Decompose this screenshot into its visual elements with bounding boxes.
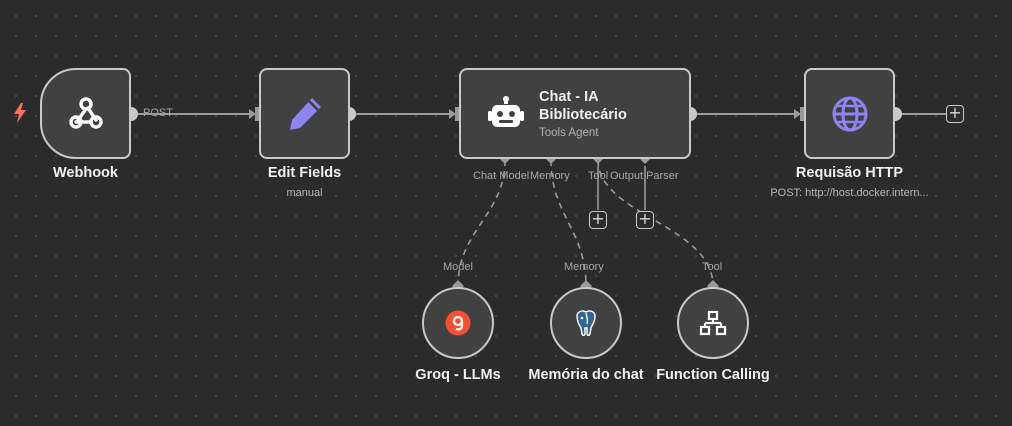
connection-tool (597, 159, 714, 287)
webhook-node[interactable] (40, 68, 131, 159)
connection-chat-model (457, 159, 506, 287)
agent-title-line2: Bibliotecário (539, 107, 627, 123)
function-calling-node[interactable] (677, 287, 749, 359)
add-node-button[interactable]: + (946, 105, 964, 123)
port-label-tool: Tool (588, 170, 609, 182)
arrowhead-icon (794, 109, 801, 119)
groq-logo-icon (445, 310, 471, 336)
port-label-chat-model: Chat Model (473, 170, 530, 182)
edit-fields-label: Edit Fields (267, 165, 342, 181)
add-tool-button[interactable]: + (589, 211, 607, 229)
edit-fields-node[interactable] (259, 68, 350, 159)
function-calling-label: Function Calling (656, 367, 770, 383)
edit-fields-subtitle: manual (286, 187, 323, 199)
lightning-bolt-icon (14, 103, 26, 123)
http-request-label: Requisão HTTP (795, 165, 904, 181)
webhook-label: Webhook (53, 165, 118, 181)
chat-memory-label: Memória do chat (528, 367, 644, 383)
port-label-tool-node: Tool (702, 261, 723, 273)
chat-memory-node[interactable] (550, 287, 622, 359)
add-output-parser-button[interactable]: + (636, 211, 654, 229)
input-port-agent (455, 107, 461, 121)
port-label-memory-node: Memory (564, 261, 604, 273)
port-label-model: Model (443, 261, 473, 273)
pencil-icon (289, 97, 321, 130)
connection-memory (550, 159, 587, 287)
http-request-node[interactable] (804, 68, 895, 159)
connection-label-post: POST (143, 107, 173, 119)
arrowhead-icon (449, 109, 456, 119)
ai-agent-node[interactable]: Chat - IA Bibliotecário Tools Agent (459, 68, 691, 159)
agent-subtitle: Tools Agent (539, 127, 599, 139)
webhook-icon (68, 96, 103, 129)
network-icon (699, 310, 727, 336)
port-label-memory: Memory (530, 170, 570, 182)
robot-icon (488, 95, 524, 127)
arrowhead-icon (249, 109, 256, 119)
groq-llm-node[interactable] (422, 287, 494, 359)
http-request-subtitle: POST: http://host.docker.intern... (770, 187, 929, 199)
globe-icon (832, 96, 867, 131)
port-label-output-parser: Output Parser (610, 170, 679, 182)
input-port-edit (255, 107, 261, 121)
input-port-http (800, 107, 806, 121)
postgres-elephant-icon (576, 310, 596, 337)
agent-title-line1: Chat - IA (539, 89, 599, 105)
groq-llm-label: Groq - LLMs (415, 367, 501, 383)
